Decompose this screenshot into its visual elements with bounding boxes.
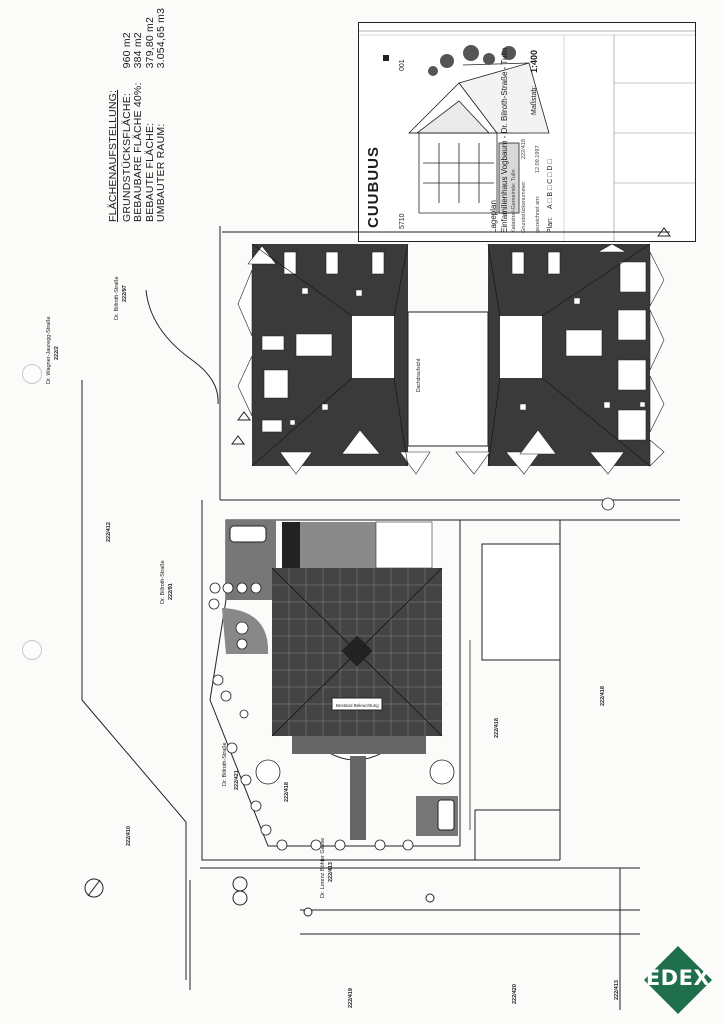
house-label: Bestand Beleuchtung <box>336 703 379 708</box>
plan-labels: Dr. Billroth-Straße 222/97 Dr. Wagner-Ja… <box>46 276 620 1008</box>
edex-logo: EDEX <box>644 946 712 1014</box>
parcel-code: 222/418 <box>494 718 500 738</box>
parcel-code: 222/97 <box>122 285 128 302</box>
parcel-code: 222/410 <box>126 826 132 846</box>
parcel-code: 222/412 <box>106 522 112 542</box>
street-label: Dr. Lorenz Böhler Gasse <box>320 838 326 898</box>
title-block-sketch <box>359 30 695 241</box>
parcel-code: 222/421 <box>234 770 240 790</box>
street-label: Dr. Wagner-Jauregg-Straße <box>46 316 52 384</box>
parcel-code: 222/418 <box>284 782 290 802</box>
parcel-code: 222/413 <box>328 862 334 882</box>
street-label: Dr. Billroth-Straße <box>160 560 166 604</box>
logo-diamond <box>644 946 712 1014</box>
elevation-label: Dachdraufsicht <box>416 358 422 392</box>
parcel-code: 222/418 <box>600 686 606 706</box>
parcel-code: 222/2 <box>54 346 60 360</box>
parcel-code: 222/419 <box>348 988 354 1008</box>
roof-plan <box>231 227 671 475</box>
logo-shape <box>644 946 712 1014</box>
house-sketch <box>408 62 550 214</box>
parcel-lines <box>81 226 680 1010</box>
parcel-code: 222/420 <box>512 984 518 1004</box>
street-label: Dr. Billroth-Straße <box>222 742 228 786</box>
punch-hole-bottom <box>22 640 42 660</box>
title-block: CUUBUUS 001 5710 Maßstab: 1:400 Lageplan… <box>358 22 696 242</box>
parcel-code: 222/91 <box>168 583 174 600</box>
street-label: Dr. Billroth-Straße <box>114 276 120 320</box>
logo-text: EDEX <box>645 966 711 990</box>
tree-sketch <box>428 45 516 76</box>
parcel-code: 222/413 <box>614 980 620 1000</box>
punch-hole-top <box>22 364 42 384</box>
house-plan <box>84 497 615 917</box>
